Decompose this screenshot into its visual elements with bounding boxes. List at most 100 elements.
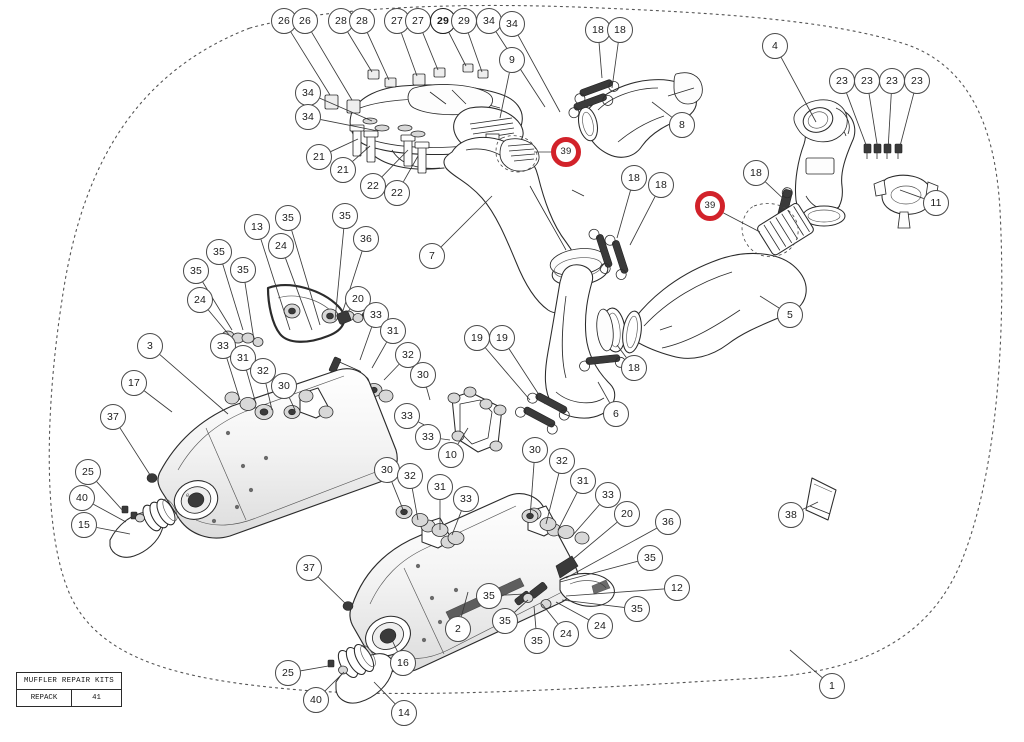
callout-21[interactable]: 21 <box>306 144 332 170</box>
callout-40[interactable]: 40 <box>303 687 329 713</box>
callout-33[interactable]: 33 <box>415 424 441 450</box>
part-3-left-muffler: e <box>157 368 398 539</box>
callout-35[interactable]: 35 <box>275 205 301 231</box>
callout-24[interactable]: 24 <box>187 287 213 313</box>
callout-8[interactable]: 8 <box>669 112 695 138</box>
callout-18[interactable]: 18 <box>585 17 611 43</box>
callout-39-highlighted[interactable]: 39 <box>551 137 581 167</box>
callout-10[interactable]: 10 <box>438 442 464 468</box>
callout-22[interactable]: 22 <box>360 173 386 199</box>
callout-1[interactable]: 1 <box>819 673 845 699</box>
callout-leader-line <box>789 649 823 678</box>
fasteners-bottom-muffler <box>395 505 590 545</box>
callout-32[interactable]: 32 <box>549 448 575 474</box>
callout-19[interactable]: 19 <box>489 325 515 351</box>
callout-13[interactable]: 13 <box>244 214 270 240</box>
callout-leader-line <box>899 189 924 199</box>
part-14-inlet-bottom <box>327 644 394 704</box>
callout-16[interactable]: 16 <box>390 650 416 676</box>
callout-35[interactable]: 35 <box>492 608 518 634</box>
callout-19[interactable]: 19 <box>464 325 490 351</box>
callout-leader-line <box>508 348 546 405</box>
callout-30[interactable]: 30 <box>522 437 548 463</box>
callout-23[interactable]: 23 <box>854 68 880 94</box>
callout-leader-line <box>723 212 761 233</box>
callout-23[interactable]: 23 <box>879 68 905 94</box>
callout-leader-line <box>460 591 469 617</box>
callout-18[interactable]: 18 <box>621 355 647 381</box>
callout-leader-line <box>367 32 390 81</box>
callout-14[interactable]: 14 <box>391 700 417 726</box>
callout-31[interactable]: 31 <box>427 474 453 500</box>
callout-39-highlighted[interactable]: 39 <box>695 191 725 221</box>
callout-18[interactable]: 18 <box>648 172 674 198</box>
callout-2[interactable]: 2 <box>445 616 471 642</box>
callout-35[interactable]: 35 <box>183 258 209 284</box>
callout-leader-line <box>457 427 469 445</box>
callout-15[interactable]: 15 <box>71 512 97 538</box>
callout-11[interactable]: 11 <box>923 190 949 216</box>
callout-22[interactable]: 22 <box>384 180 410 206</box>
callout-leader-line <box>330 138 359 152</box>
callout-20[interactable]: 20 <box>614 501 640 527</box>
callout-18[interactable]: 18 <box>621 165 647 191</box>
callout-34[interactable]: 34 <box>499 11 525 37</box>
callout-36[interactable]: 36 <box>353 226 379 252</box>
callout-33[interactable]: 33 <box>394 403 420 429</box>
callout-27[interactable]: 27 <box>405 8 431 34</box>
callout-34[interactable]: 34 <box>295 104 321 130</box>
callout-31[interactable]: 31 <box>380 318 406 344</box>
callout-35[interactable]: 35 <box>524 628 550 654</box>
callout-23[interactable]: 23 <box>829 68 855 94</box>
callout-35[interactable]: 35 <box>332 203 358 229</box>
callout-30[interactable]: 30 <box>271 373 297 399</box>
callout-31[interactable]: 31 <box>570 468 596 494</box>
callout-35[interactable]: 35 <box>637 545 663 571</box>
callout-35[interactable]: 35 <box>476 583 502 609</box>
callout-leader-line <box>319 97 373 122</box>
part-15-inlet-left <box>109 498 178 558</box>
callout-18[interactable]: 18 <box>743 160 769 186</box>
callout-20[interactable]: 20 <box>345 286 371 312</box>
callout-leader-line <box>265 383 273 411</box>
callout-37[interactable]: 37 <box>296 555 322 581</box>
callout-23[interactable]: 23 <box>904 68 930 94</box>
callout-34[interactable]: 34 <box>476 8 502 34</box>
callout-3[interactable]: 3 <box>137 333 163 359</box>
callout-leader-line <box>559 560 638 583</box>
callout-9[interactable]: 9 <box>499 47 525 73</box>
callout-leader-line <box>451 510 462 536</box>
callout-24[interactable]: 24 <box>553 621 579 647</box>
callout-35[interactable]: 35 <box>206 239 232 265</box>
callout-28[interactable]: 28 <box>349 8 375 34</box>
callout-4[interactable]: 4 <box>762 33 788 59</box>
callout-32[interactable]: 32 <box>397 463 423 489</box>
callout-5[interactable]: 5 <box>777 302 803 328</box>
callout-35[interactable]: 35 <box>624 596 650 622</box>
callout-24[interactable]: 24 <box>587 613 613 639</box>
callout-36[interactable]: 36 <box>655 509 681 535</box>
callout-24[interactable]: 24 <box>268 233 294 259</box>
callout-38[interactable]: 38 <box>778 502 804 528</box>
callout-33[interactable]: 33 <box>453 486 479 512</box>
callout-35[interactable]: 35 <box>230 257 256 283</box>
callout-34[interactable]: 34 <box>295 80 321 106</box>
callout-17[interactable]: 17 <box>121 370 147 396</box>
title-block-header: MUFFLER REPAIR KITS <box>17 673 121 690</box>
callout-7[interactable]: 7 <box>419 243 445 269</box>
callout-26[interactable]: 26 <box>292 8 318 34</box>
callout-12[interactable]: 12 <box>664 575 690 601</box>
callout-21[interactable]: 21 <box>330 157 356 183</box>
title-block: MUFFLER REPAIR KITS REPACK 41 <box>16 672 122 707</box>
callout-18[interactable]: 18 <box>607 17 633 43</box>
callout-40[interactable]: 40 <box>69 485 95 511</box>
callout-37[interactable]: 37 <box>100 404 126 430</box>
callout-29[interactable]: 29 <box>451 8 477 34</box>
callout-6[interactable]: 6 <box>603 401 629 427</box>
callout-25[interactable]: 25 <box>275 660 301 686</box>
callout-30[interactable]: 30 <box>410 362 436 388</box>
callout-33[interactable]: 33 <box>595 482 621 508</box>
callout-25[interactable]: 25 <box>75 459 101 485</box>
part-38-tool <box>805 477 837 521</box>
callout-30[interactable]: 30 <box>374 457 400 483</box>
